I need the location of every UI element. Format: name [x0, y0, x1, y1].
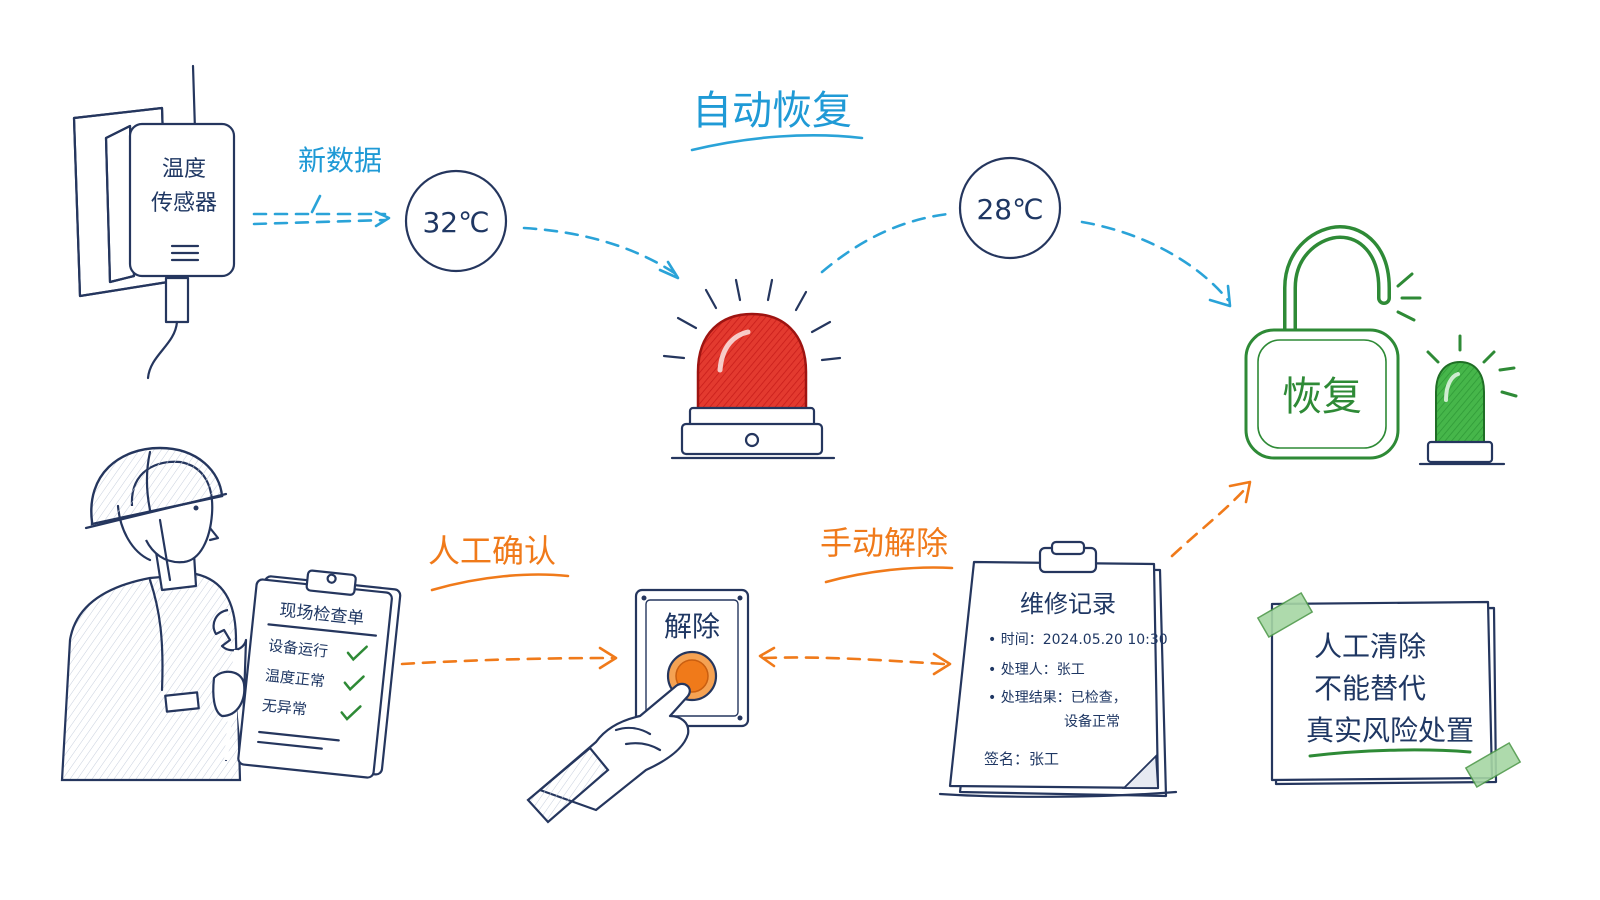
open-lock-icon: 恢复 — [1244, 224, 1422, 460]
manual-confirm-underline — [430, 573, 570, 592]
recovered-lock-label: 恢复 — [1282, 374, 1362, 420]
manual-release-label: 手动解除 — [820, 524, 948, 562]
check-icon — [340, 705, 362, 721]
maintenance-record-signature: 签名：张工 — [984, 750, 1059, 768]
maintenance-record-result: • 处理结果：已检查， — [988, 690, 1127, 706]
new-data-label: 新数据 — [298, 144, 382, 177]
red-alarm-light-icon — [662, 278, 842, 460]
sensor-label-line1: 温度 — [162, 157, 206, 182]
manual-release-underline — [824, 566, 954, 584]
new-data-arrow — [252, 210, 391, 228]
maintenance-record-result-continued: 设备正常 — [1064, 713, 1120, 730]
check-icon — [343, 675, 365, 692]
tape-bottom-right — [1464, 741, 1522, 789]
green-status-light-icon — [1418, 334, 1518, 466]
sensor-label-line2: 传感器 — [151, 191, 217, 216]
new-data-pointer — [310, 194, 322, 214]
auto-recover-label: 自动恢复 — [692, 88, 852, 134]
note-line-3: 真实风险处置 — [1306, 714, 1474, 747]
tape-top-left — [1256, 591, 1314, 639]
high-temperature-value: 32℃ — [422, 206, 489, 239]
arrow-to-alarm — [522, 226, 680, 280]
manual-confirm-label: 人工确认 — [428, 532, 556, 570]
arrow-to-maintenance-record — [758, 646, 952, 676]
worker-illustration — [60, 446, 248, 782]
maintenance-record-title: 维修记录 — [1020, 590, 1116, 618]
maintenance-record-handler: • 处理人：张工 — [988, 662, 1085, 678]
arrow-to-release-button — [400, 646, 618, 670]
check-icon — [346, 645, 368, 662]
maintenance-record-time: • 时间：2024.05.20 10:30 — [988, 632, 1168, 648]
arrow-record-to-recovered — [1170, 480, 1252, 558]
inspection-checklist: 现场检查单 设备运行 温度正常 无异常 — [237, 569, 402, 779]
warning-note: 人工清除 不能替代 真实风险处置 — [1256, 591, 1522, 789]
release-button-label: 解除 — [664, 610, 720, 643]
arrow-alarm-to-low-reading — [820, 212, 950, 274]
high-temperature-reading: 32℃ — [404, 169, 508, 273]
temperature-sensor-icon: 温度 传感器 — [72, 64, 236, 380]
low-temperature-value: 28℃ — [976, 193, 1043, 226]
checklist-item-3: 无异常 — [261, 696, 308, 719]
arrow-to-recovered — [1080, 220, 1232, 308]
low-temperature-reading: 28℃ — [958, 156, 1062, 260]
pointing-hand-icon — [526, 682, 691, 824]
note-line-1: 人工清除 — [1314, 630, 1426, 663]
maintenance-record-clipboard: 维修记录 • 时间：2024.05.20 10:30 • 处理人：张工 • 处理… — [938, 540, 1178, 798]
auto-recover-underline — [690, 134, 864, 152]
note-line-2: 不能替代 — [1314, 672, 1426, 705]
